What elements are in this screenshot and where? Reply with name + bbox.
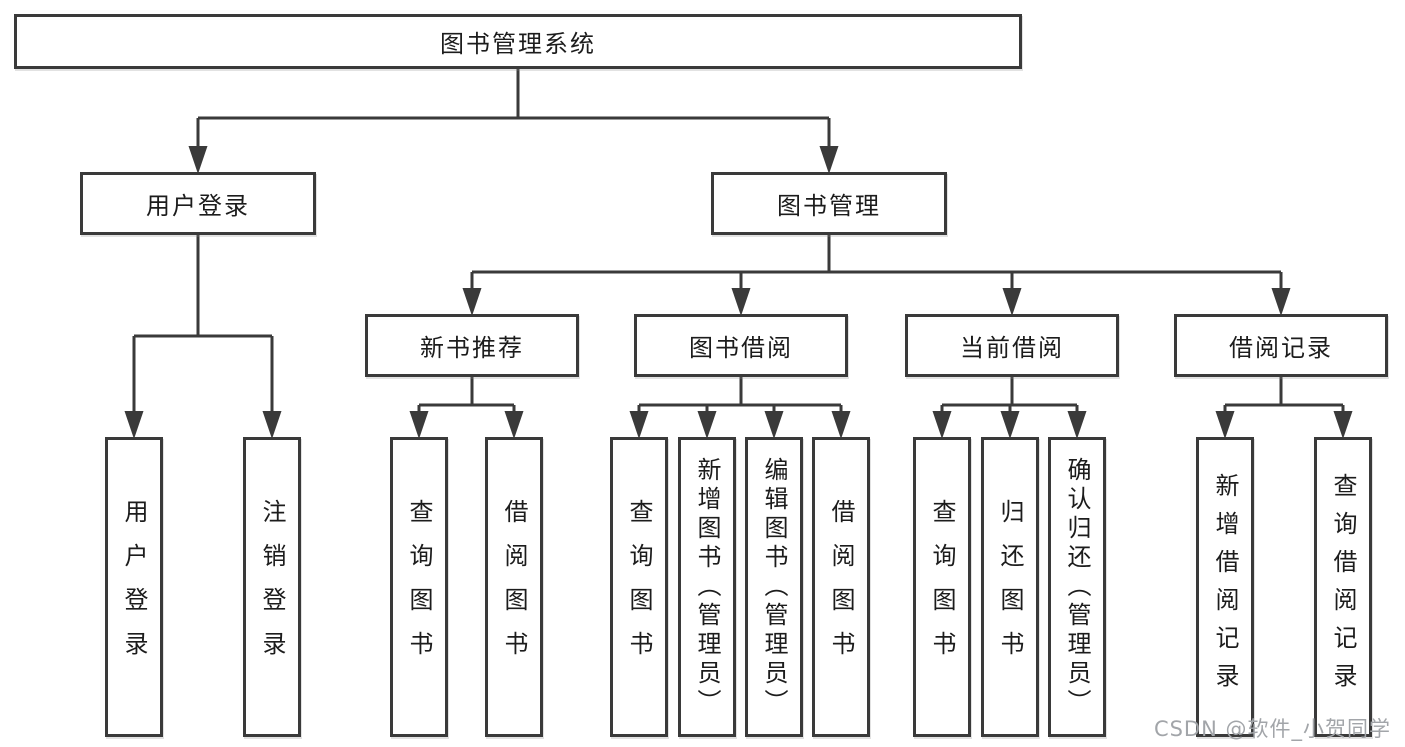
- leaf-query-borrow-record-label: 查询借阅记录: [1329, 473, 1357, 701]
- node-borrowing-records: 借阅记录: [1174, 314, 1388, 377]
- leaf-borrow-books-label: 借阅图书: [827, 499, 855, 675]
- node-book-management-label: 图书管理: [777, 192, 881, 220]
- leaf-query-books-current: 查询图书: [913, 437, 971, 737]
- leaf-borrow-books-recommend-label: 借阅图书: [500, 499, 528, 675]
- leaf-logout: 注销登录: [243, 437, 301, 737]
- node-new-book-recommend-label: 新书推荐: [420, 334, 524, 362]
- node-current-borrowing-label: 当前借阅: [960, 334, 1064, 362]
- node-library-system: 图书管理系统: [14, 14, 1022, 69]
- node-current-borrowing: 当前借阅: [905, 314, 1119, 377]
- leaf-query-books-current-label: 查询图书: [928, 499, 956, 675]
- leaf-logout-label: 注销登录: [258, 499, 286, 675]
- leaf-add-book-admin-label: 新增图书（管理员）: [693, 456, 721, 718]
- node-borrowing-records-label: 借阅记录: [1229, 334, 1333, 362]
- leaf-confirm-return-admin: 确认归还（管理员）: [1048, 437, 1106, 737]
- leaf-add-borrow-record-label: 新增借阅记录: [1211, 473, 1239, 701]
- watermark: CSDN @软件_小贺同学: [1153, 717, 1391, 741]
- leaf-confirm-return-admin-label: 确认归还（管理员）: [1063, 456, 1091, 718]
- node-library-system-label: 图书管理系统: [440, 30, 596, 58]
- node-new-book-recommend: 新书推荐: [365, 314, 579, 377]
- node-book-management: 图书管理: [711, 172, 947, 235]
- leaf-borrow-books: 借阅图书: [812, 437, 870, 737]
- leaf-query-borrow-record: 查询借阅记录: [1314, 437, 1372, 737]
- leaf-query-books-recommend-label: 查询图书: [405, 499, 433, 675]
- leaf-edit-book-admin-label: 编辑图书（管理员）: [760, 456, 788, 718]
- leaf-query-books-recommend: 查询图书: [390, 437, 448, 737]
- leaf-query-books-borrow-label: 查询图书: [625, 499, 653, 675]
- leaf-user-login: 用户登录: [105, 437, 163, 737]
- leaf-user-login-label: 用户登录: [120, 499, 148, 675]
- node-book-borrowing: 图书借阅: [634, 314, 848, 377]
- leaf-add-borrow-record: 新增借阅记录: [1196, 437, 1254, 737]
- leaf-query-books-borrow: 查询图书: [610, 437, 668, 737]
- leaf-return-book: 归还图书: [981, 437, 1039, 737]
- node-book-borrowing-label: 图书借阅: [689, 334, 793, 362]
- leaf-return-book-label: 归还图书: [996, 499, 1024, 675]
- leaf-borrow-books-recommend: 借阅图书: [485, 437, 543, 737]
- node-user-login-label: 用户登录: [146, 192, 250, 220]
- leaf-add-book-admin: 新增图书（管理员）: [678, 437, 736, 737]
- leaf-edit-book-admin: 编辑图书（管理员）: [745, 437, 803, 737]
- node-user-login: 用户登录: [80, 172, 316, 235]
